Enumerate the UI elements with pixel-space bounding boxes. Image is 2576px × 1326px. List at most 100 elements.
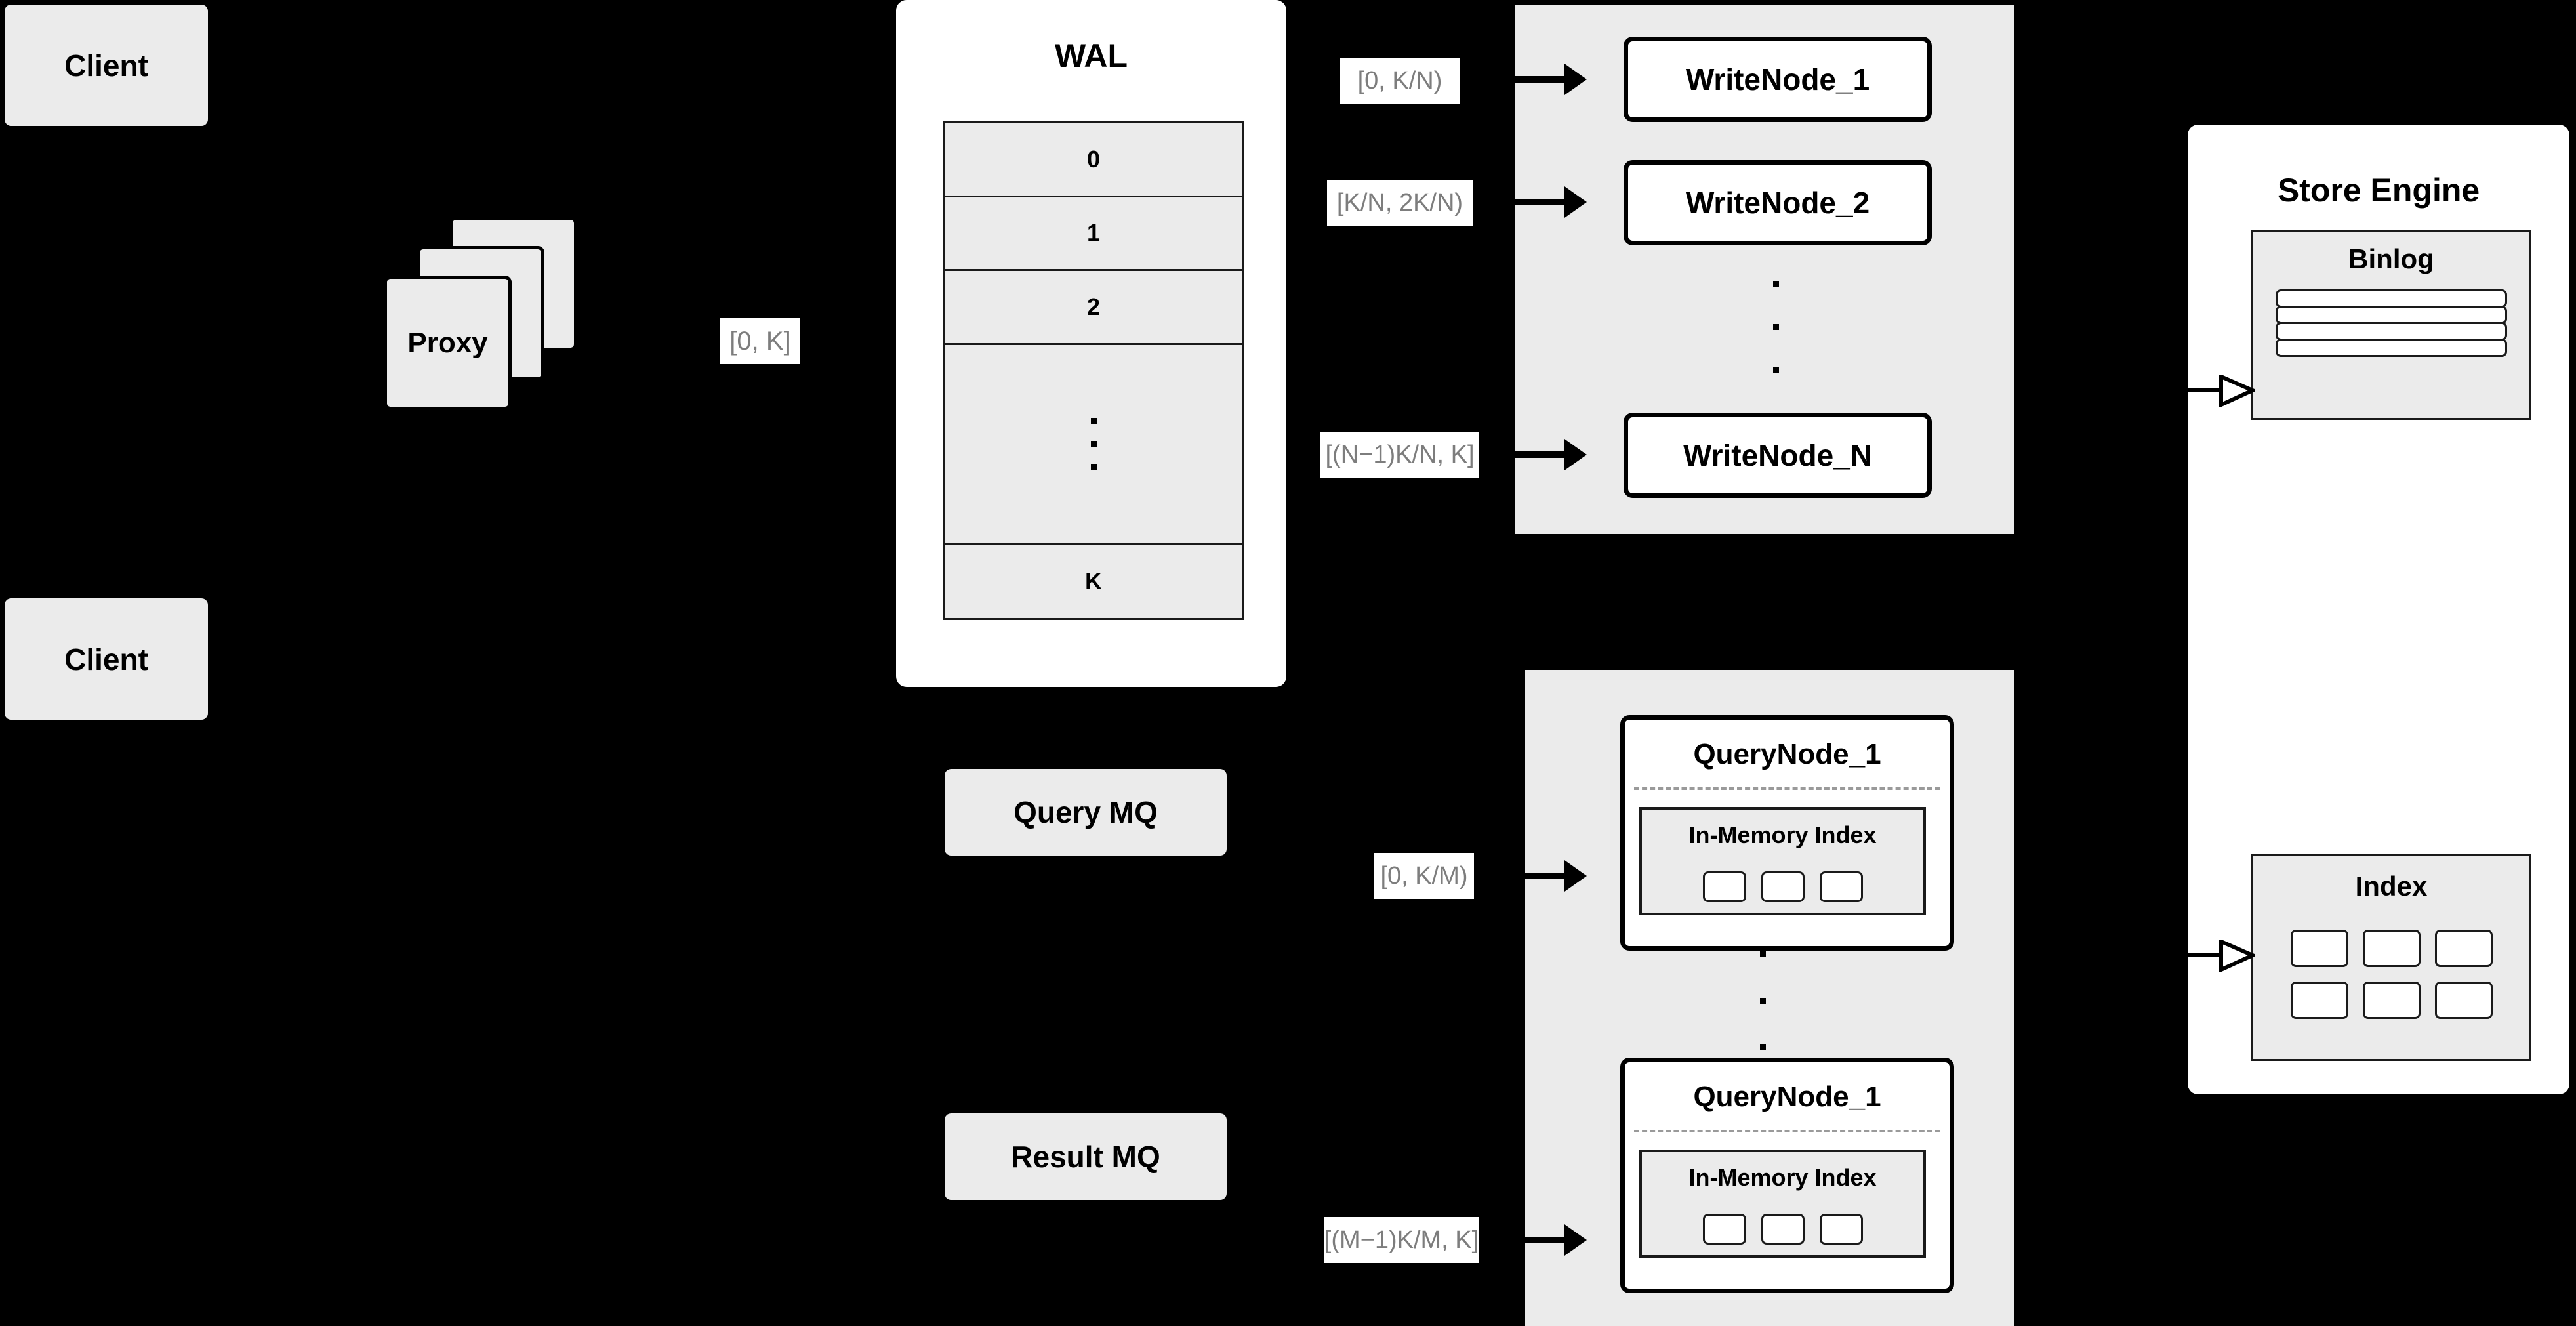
index-slot — [2290, 930, 2348, 967]
write-node-1-range-chip: [0, K/N) — [1340, 58, 1460, 104]
query-node-1-title-text: QueryNode_1 — [1693, 738, 1881, 770]
solid-arrow-icon — [1564, 860, 1587, 892]
memory-index-slot — [1819, 1214, 1863, 1245]
wal-row-value: 1 — [1086, 219, 1101, 247]
write-node-1-arrow-line — [1460, 76, 1564, 83]
wal-title-text: WAL — [1054, 37, 1128, 74]
write-node-1-box[interactable]: WriteNode_1 — [1624, 37, 1932, 122]
proxy-stack[interactable]: Proxy — [384, 217, 666, 426]
wal-row-value: K — [1085, 567, 1102, 594]
write-node-n-box[interactable]: WriteNode_N — [1624, 413, 1932, 498]
vertical-ellipsis-icon — [1772, 281, 1779, 287]
binlog-title: Binlog — [2253, 243, 2529, 275]
vertical-ellipsis-icon — [1759, 1044, 1766, 1050]
write-group-ellipsis — [1771, 281, 1780, 373]
query-group-ellipsis — [1758, 951, 1767, 1050]
index-title: Index — [2253, 871, 2529, 902]
store-engine-title: Store Engine — [2188, 171, 2569, 210]
vertical-ellipsis-icon — [1772, 323, 1779, 330]
wal-row-value: 0 — [1086, 145, 1101, 173]
index-slot — [2434, 982, 2493, 1019]
proxy-label: Proxy — [407, 326, 488, 359]
memory-index-title-text: In-Memory Index — [1688, 1164, 1877, 1191]
open-arrow-svg — [2219, 938, 2258, 973]
binlog-section: Binlog — [2251, 230, 2531, 420]
index-section: Index — [2251, 854, 2531, 1061]
vertical-ellipsis-icon — [1759, 951, 1766, 957]
open-arrow-svg — [2219, 373, 2258, 408]
write-node-n-label: WriteNode_N — [1683, 438, 1872, 472]
query-node-1-separator — [1634, 787, 1940, 790]
query-node-1-arrow-line — [1474, 873, 1564, 879]
index-slot — [2362, 930, 2421, 967]
wal-row: 1 — [945, 197, 1242, 272]
client-box-1[interactable]: Client — [5, 5, 208, 126]
memory-index-title-text: In-Memory Index — [1688, 821, 1877, 848]
query-node-1-memory-index: In-Memory Index — [1639, 807, 1926, 915]
proxy-range-label: [0, K] — [729, 326, 791, 356]
vertical-ellipsis-icon — [1772, 367, 1779, 373]
memory-index-slot — [1761, 1214, 1805, 1245]
write-node-2-range-label: [K/N, 2K/N) — [1336, 188, 1463, 217]
memory-index-slot — [1819, 871, 1863, 902]
query-node-1-range-label: [0, K/M) — [1380, 861, 1468, 890]
write-node-2-arrow-line — [1473, 199, 1564, 205]
vertical-ellipsis-icon — [1090, 463, 1097, 470]
query-node-2-range-chip: [(M−1)K/M, K] — [1324, 1217, 1479, 1263]
write-node-n-range-label: [(N−1)K/N, K] — [1325, 440, 1475, 468]
wal-row: 2 — [945, 271, 1242, 345]
write-node-2-range-chip: [K/N, 2K/N) — [1327, 180, 1473, 226]
binlog-entry-slot — [2276, 339, 2507, 357]
query-node-1-range-chip: [0, K/M) — [1374, 853, 1474, 899]
memory-index-slot — [1702, 871, 1746, 902]
wal-row: 0 — [945, 123, 1242, 197]
index-slot — [2434, 930, 2493, 967]
write-node-2-label: WriteNode_2 — [1685, 186, 1870, 220]
write-node-n-arrow-line — [1479, 451, 1564, 458]
wal-row: K — [945, 545, 1242, 618]
vertical-ellipsis-icon — [1090, 440, 1097, 447]
wal-row-value: 2 — [1086, 293, 1101, 320]
result-mq-label: Result MQ — [1011, 1140, 1160, 1174]
memory-index-slot — [1761, 871, 1805, 902]
binlog-title-text: Binlog — [2348, 243, 2434, 274]
query-mq-label: Query MQ — [1013, 795, 1158, 829]
query-node-2-separator — [1634, 1130, 1940, 1132]
index-slot — [2362, 982, 2421, 1019]
binlog-arrow-line — [2177, 388, 2224, 392]
wal-entry-table: 0 1 2 K — [943, 121, 1244, 620]
result-mq-box[interactable]: Result MQ — [945, 1113, 1227, 1200]
write-node-n-range-chip: [(N−1)K/N, K] — [1320, 432, 1479, 478]
write-node-1-label: WriteNode_1 — [1685, 62, 1870, 96]
query-node-2-box[interactable]: QueryNode_1 In-Memory Index — [1620, 1058, 1954, 1293]
client-label-1: Client — [64, 48, 148, 83]
index-slot — [2290, 982, 2348, 1019]
query-node-2-title: QueryNode_1 — [1625, 1081, 1950, 1113]
index-title-text: Index — [2355, 871, 2428, 901]
solid-arrow-icon — [1564, 186, 1587, 218]
client-box-2[interactable]: Client — [5, 598, 208, 720]
query-node-1-box[interactable]: QueryNode_1 In-Memory Index — [1620, 715, 1954, 951]
vertical-ellipsis-icon — [1759, 997, 1766, 1004]
solid-arrow-icon — [1564, 1224, 1587, 1256]
solid-arrow-icon — [1564, 64, 1587, 95]
wal-row-ellipsis — [945, 345, 1242, 545]
write-node-2-box[interactable]: WriteNode_2 — [1624, 160, 1932, 245]
query-node-2-arrow-line — [1479, 1237, 1564, 1243]
binlog-entry-slot — [2276, 322, 2507, 341]
index-arrow-line — [2177, 953, 2224, 957]
solid-arrow-icon — [1564, 439, 1587, 470]
query-mq-box[interactable]: Query MQ — [945, 769, 1227, 856]
query-node-1-memory-index-title: In-Memory Index — [1642, 821, 1923, 849]
memory-index-slot — [1702, 1214, 1746, 1245]
binlog-entry-slot — [2276, 289, 2507, 308]
query-node-2-range-label: [(M−1)K/M, K] — [1324, 1226, 1479, 1254]
query-node-2-title-text: QueryNode_1 — [1693, 1081, 1881, 1113]
client-label-2: Client — [64, 642, 148, 676]
open-arrow-icon — [2218, 373, 2258, 410]
write-node-1-range-label: [0, K/N) — [1357, 66, 1442, 94]
proxy-front-card[interactable]: Proxy — [384, 276, 512, 410]
query-node-1-title: QueryNode_1 — [1625, 738, 1950, 771]
query-node-2-memory-index: In-Memory Index — [1639, 1150, 1926, 1258]
